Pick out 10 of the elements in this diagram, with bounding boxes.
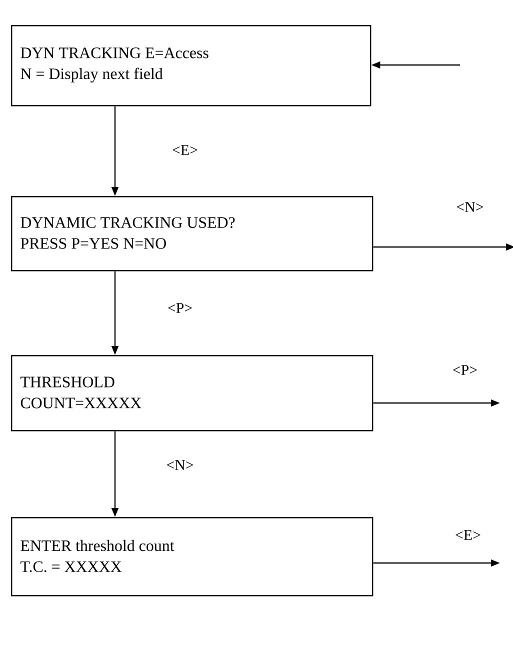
edge-label: <E> [456,530,480,540]
edge-label: <N> [456,202,484,212]
display-box: DYNAMIC TRACKING USED? PRESS P=YES N=NO [11,196,374,272]
edge-label: <N> [166,460,194,470]
edge-label: <E> [172,145,198,155]
display-box: THRESHOLD COUNT=XXXXX [11,355,374,432]
edge-label: <P> [453,365,477,375]
display-box: DYN TRACKING E=Access N = Display next field [11,25,372,106]
edge-label: <P> [168,303,192,313]
display-box: ENTER threshold count T.C. = XXXXX [11,517,374,596]
